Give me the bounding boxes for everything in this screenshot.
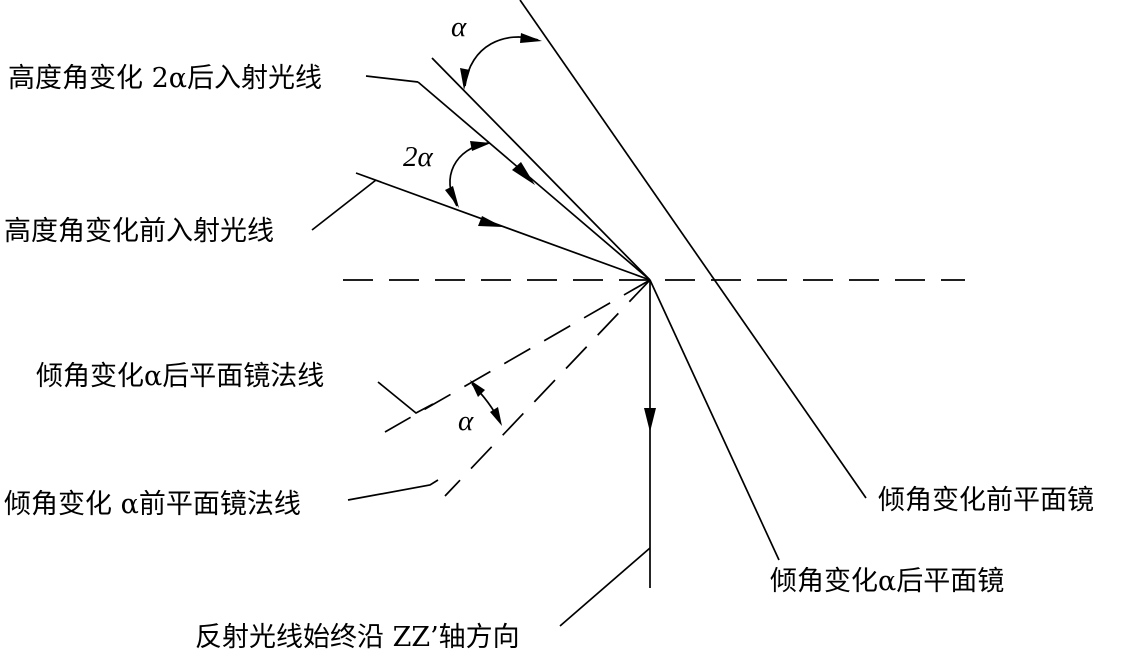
angle-label-middle: 2α bbox=[403, 141, 434, 173]
angle-label-bottom: α bbox=[458, 405, 474, 437]
arrowhead-incident-before bbox=[478, 216, 503, 227]
arrowhead-incident-after bbox=[512, 162, 535, 185]
angle-arc-top bbox=[464, 36, 539, 87]
angle-arc-bottom-head-top bbox=[470, 380, 485, 397]
incident-ray-after-leader bbox=[417, 81, 651, 281]
angle-arc-top-head-left bbox=[460, 68, 470, 90]
incident-ray-before bbox=[355, 172, 651, 281]
angle-label-top: α bbox=[451, 11, 467, 43]
arrowhead-reflected bbox=[644, 408, 656, 432]
label-incident-before: 高度角变化前入射光线 bbox=[4, 216, 274, 247]
label-mirror-before: 倾角变化前平面镜 bbox=[878, 485, 1094, 516]
angle-arc-bottom-head-bottom bbox=[490, 407, 502, 426]
label-incident-after: 高度角变化 2α后入射光线 bbox=[8, 63, 322, 94]
mirror-after-line bbox=[649, 279, 780, 561]
leader-normal-before bbox=[347, 479, 439, 501]
incident-ray-after bbox=[431, 57, 651, 281]
leader-incident-before bbox=[311, 179, 377, 231]
angle-arc-middle-head-top bbox=[470, 141, 491, 151]
mirror-before-line bbox=[519, 0, 867, 499]
angle-arc-top-head-right bbox=[520, 33, 542, 43]
leader-reflected bbox=[559, 547, 651, 627]
angle-arc-middle-head-bottom bbox=[445, 186, 459, 208]
label-reflected: 反射光线始终沿 ZZ’轴方向 bbox=[195, 622, 520, 653]
label-normal-after: 倾角变化α后平面镜法线 bbox=[36, 361, 324, 392]
label-mirror-after: 倾角变化α后平面镜 bbox=[770, 566, 1004, 597]
normal-before-line bbox=[444, 279, 651, 497]
leader-incident-after bbox=[365, 75, 419, 83]
label-normal-before: 倾角变化 α前平面镜法线 bbox=[4, 489, 301, 520]
leader-normal-after bbox=[377, 381, 434, 415]
